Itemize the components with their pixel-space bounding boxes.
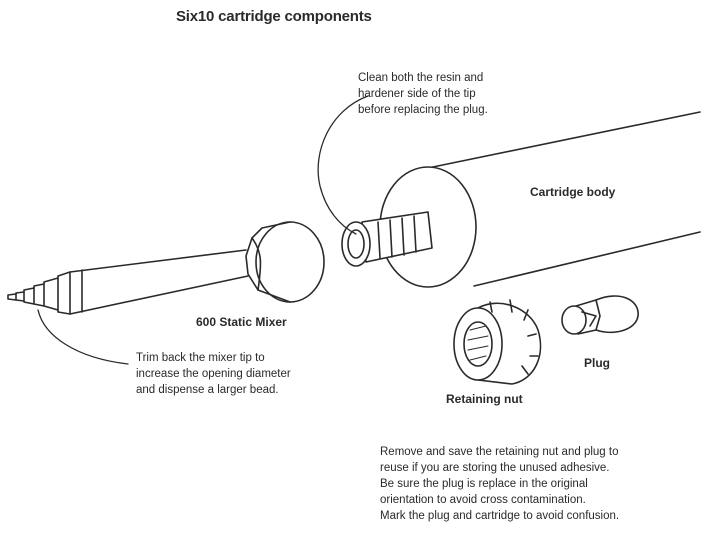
remove-save-note: Remove and save the retaining nut and pl… — [380, 446, 620, 522]
trim-mixer-note: Trim back the mixer tip to increase the … — [136, 352, 291, 396]
trim-mixer-leader — [37, 309, 129, 365]
static-mixer-label: 600 Static Mixer — [196, 315, 287, 329]
retaining-nut-label: Retaining nut — [446, 392, 523, 406]
cartridge-body-label: Cartridge body — [530, 185, 616, 199]
cartridge-body — [341, 111, 701, 288]
plug-label: Plug — [584, 356, 610, 370]
clean-tip-note: Clean both the resin and hardener side o… — [358, 72, 488, 116]
retaining-nut — [453, 299, 542, 385]
plug — [561, 295, 639, 335]
static-mixer — [7, 221, 325, 315]
leader-lines — [37, 95, 369, 365]
clean-tip-leader — [317, 95, 369, 235]
diagram-title: Six10 cartridge components — [176, 8, 372, 25]
